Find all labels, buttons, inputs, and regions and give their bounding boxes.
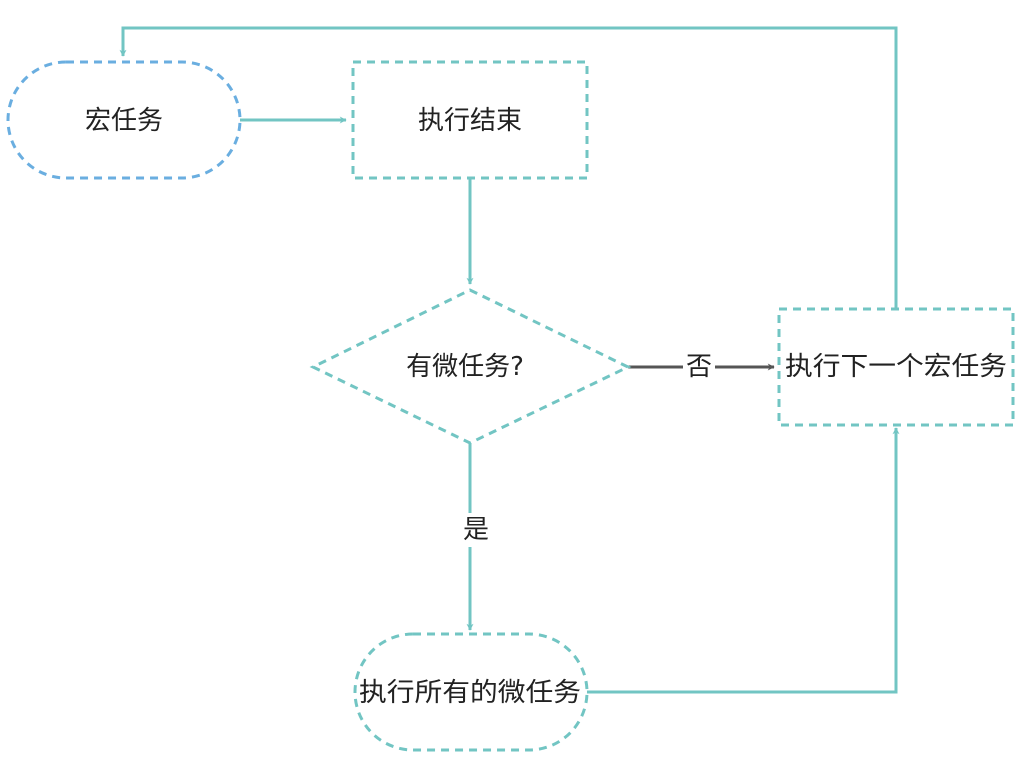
node-macro-task: 宏任务 (6, 60, 242, 180)
edge-label-no-group: 否 (683, 351, 715, 383)
edge-next-to-macro (119, 26, 898, 308)
node-execution-end: 执行结束 (351, 60, 589, 180)
node-run-all-micro: 执行所有的微任务 (353, 632, 589, 752)
node-run-next-macro-label: 执行下一个宏任务 (785, 352, 1007, 382)
node-macro-task-label: 宏任务 (85, 106, 163, 136)
edge-micro-to-next (585, 427, 900, 694)
node-run-all-micro-label: 执行所有的微任务 (359, 678, 581, 708)
node-has-micro-tasks-label: 有微任务? (406, 352, 524, 382)
node-has-micro-tasks: 有微任务? (309, 288, 632, 445)
node-execution-end-label: 执行结束 (418, 106, 522, 136)
edge-label-no: 否 (686, 352, 712, 382)
node-run-next-macro: 执行下一个宏任务 (777, 307, 1015, 427)
edge-label-yes-group: 是 (460, 513, 492, 547)
edge-label-yes: 是 (463, 515, 489, 545)
